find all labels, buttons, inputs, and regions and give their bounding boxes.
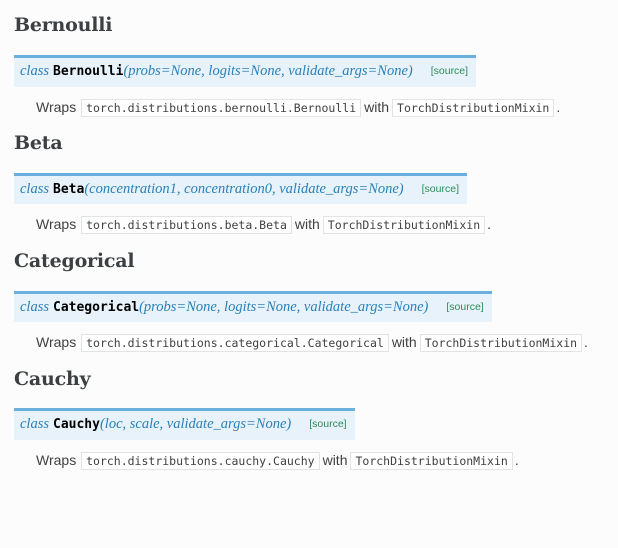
source-link[interactable]: [source]	[421, 182, 459, 195]
connector-label: with	[294, 216, 320, 233]
page-title: Bernoulli	[14, 14, 113, 36]
mixin-literal: TorchDistributionMixin	[419, 334, 583, 353]
mixin-literal: TorchDistributionMixin	[322, 216, 486, 235]
source-link[interactable]: [source]	[309, 418, 347, 431]
connector-label: with	[391, 334, 417, 351]
wraps-prefix-label: Wraps	[36, 216, 77, 233]
class-name: Bernoulli	[53, 63, 124, 79]
wrapped-class-literal: torch.distributions.categorical.Categori…	[81, 334, 389, 353]
wrapped-class-literal: torch.distributions.bernoulli.Bernoulli	[81, 98, 362, 117]
page-title: Categorical	[14, 249, 135, 272]
source-link[interactable]: [source]	[446, 300, 484, 313]
wraps-description: Wraps torch.distributions.categorical.Ca…	[12, 331, 606, 353]
wrapped-class-literal: torch.distributions.cauchy.Cauchy	[81, 452, 320, 471]
class-name: Categorical	[53, 299, 140, 315]
class-keyword: class	[20, 180, 49, 197]
class-parameters: (probs=None, logits=None, validate_args=…	[123, 62, 413, 79]
class-keyword: class	[20, 62, 49, 79]
class-parameters: (loc, scale, validate_args=None)	[99, 416, 292, 433]
wrapped-class-literal: torch.distributions.beta.Beta	[81, 216, 292, 235]
wraps-prefix-label: Wraps	[36, 452, 77, 469]
page-title: Cauchy	[14, 367, 91, 390]
source-link[interactable]: [source]	[430, 64, 469, 77]
connector-label: with	[364, 98, 390, 115]
class-parameters: (concentration1, concentration0, validat…	[84, 180, 404, 197]
sentence-period: .	[514, 452, 519, 469]
sentence-period: .	[487, 216, 492, 233]
class-name: Beta	[53, 181, 85, 197]
wraps-prefix-label: Wraps	[36, 98, 77, 115]
wraps-description: Wraps torch.distributions.bernoulli.Bern…	[12, 96, 606, 118]
class-parameters: (probs=None, logits=None, validate_args=…	[139, 298, 429, 315]
page-title: Beta	[14, 131, 63, 154]
class-name: Cauchy	[53, 417, 100, 433]
mixin-literal: TorchDistributionMixin	[350, 452, 513, 471]
connector-label: with	[322, 452, 348, 469]
wraps-prefix-label: Wraps	[36, 334, 77, 351]
mixin-literal: TorchDistributionMixin	[392, 98, 555, 117]
class-keyword: class	[20, 416, 49, 433]
sentence-period: .	[584, 334, 588, 351]
class-keyword: class	[20, 298, 49, 315]
sentence-period: .	[556, 98, 561, 115]
